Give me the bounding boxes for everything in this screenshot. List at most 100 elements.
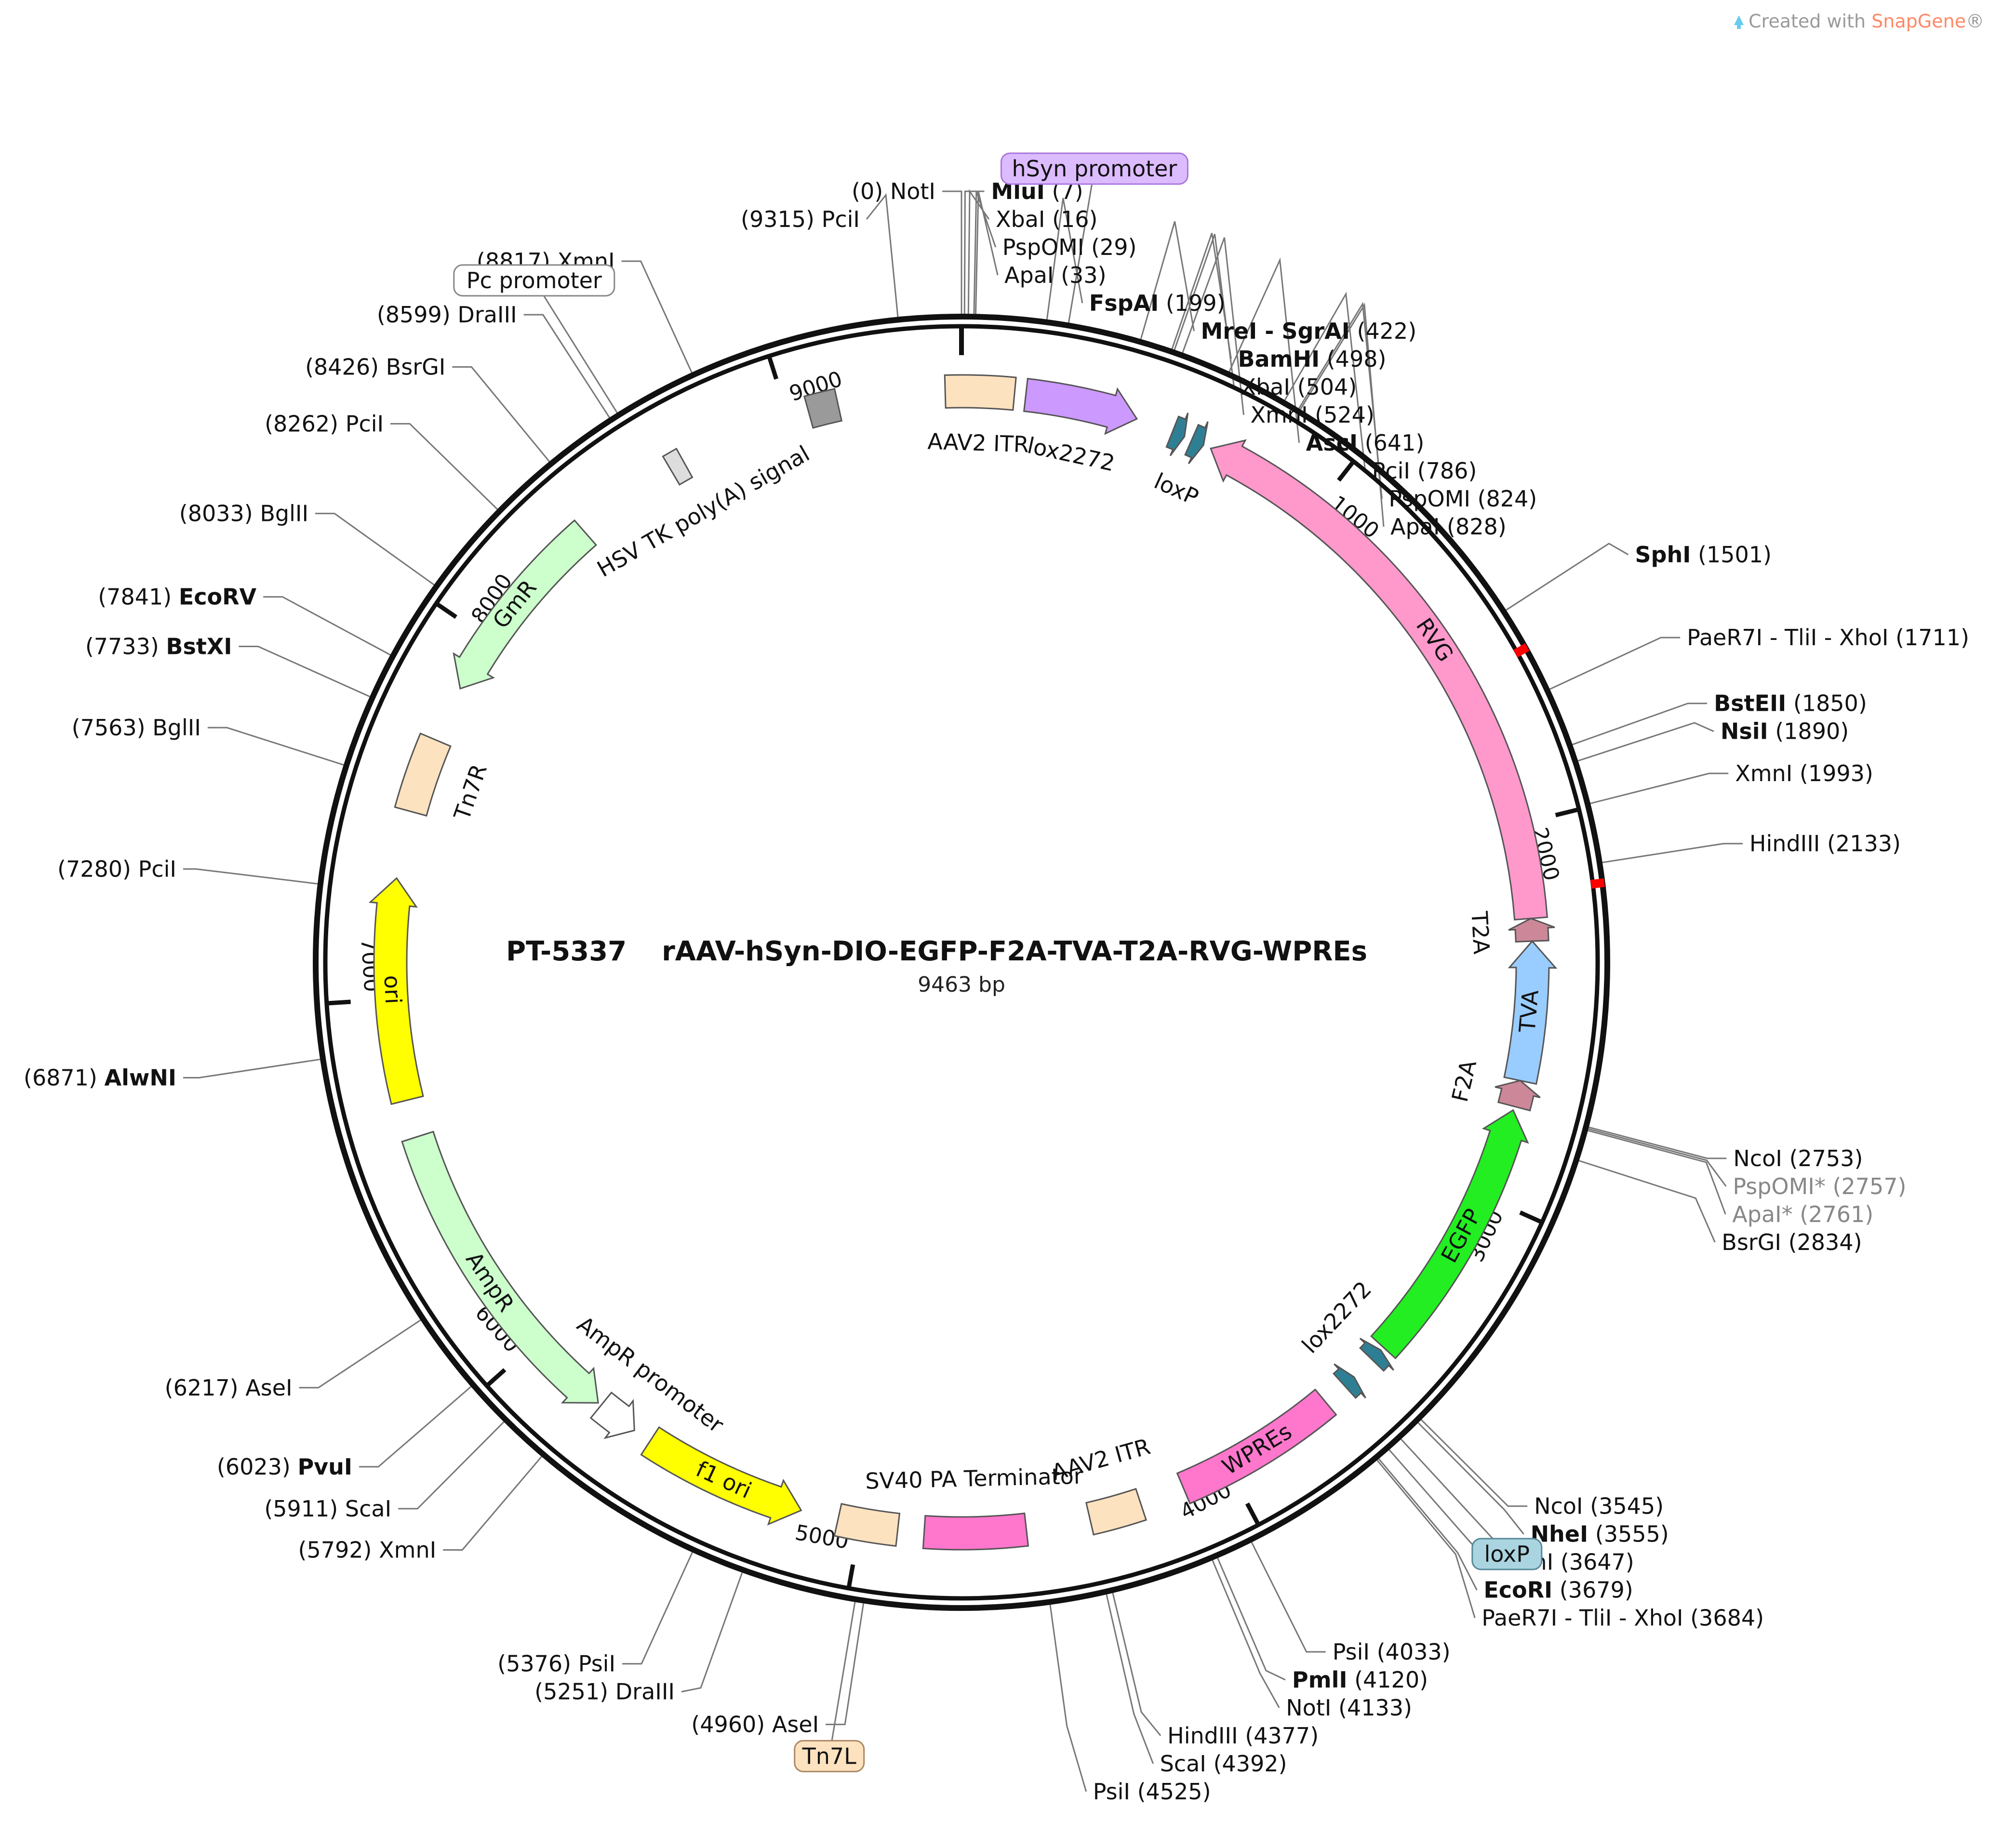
feature-t2a[interactable]: T2A: [1466, 910, 1555, 955]
site-ncoi-3545[interactable]: NcoI (3545): [1534, 1493, 1664, 1519]
site-nsii-1890[interactable]: NsiI (1890): [1721, 718, 1849, 744]
feature-shape[interactable]: [1370, 1109, 1529, 1359]
site-asci-641[interactable]: AscI (641): [1306, 430, 1425, 456]
feature-f1-ori[interactable]: f1 ori: [640, 1426, 802, 1526]
site-draiii-5251[interactable]: (5251) DraIII: [534, 1679, 675, 1705]
feature-ampr-promoter[interactable]: AmpR promoter: [572, 1311, 729, 1439]
site-scai-5911[interactable]: (5911) ScaI: [264, 1496, 391, 1522]
site-bstxi-7733[interactable]: (7733) BstXI: [85, 633, 232, 659]
feature-shape[interactable]: [1508, 917, 1555, 943]
site-apai-33[interactable]: ApaI (33): [1004, 262, 1106, 288]
feature-hsv-tk-poly-a-signal[interactable]: HSV TK poly(A) signal: [593, 440, 814, 582]
feature-shape[interactable]: [1210, 439, 1549, 921]
feature-lox2272-2[interactable]: lox2272: [1297, 1276, 1394, 1372]
site-ecorv-7841[interactable]: (7841) EcoRV: [98, 584, 256, 610]
feature-shape[interactable]: [1165, 412, 1189, 456]
site-pspomi-2757[interactable]: PspOMI* (2757): [1733, 1173, 1906, 1199]
site-pcii-786[interactable]: PciI (786): [1372, 458, 1477, 484]
site-alwni-6871[interactable]: (6871) AlwNI: [24, 1064, 176, 1090]
site-ncoi-2753[interactable]: NcoI (2753): [1733, 1145, 1863, 1171]
site-mrei-sgrai-422[interactable]: MreI - SgrAI (422): [1201, 318, 1416, 344]
site-bamhi-498[interactable]: BamHI (498): [1238, 346, 1386, 372]
site-leader: [315, 513, 435, 585]
feature-shape[interactable]: [1023, 378, 1138, 435]
site-label: (5792) XmnI: [298, 1537, 437, 1563]
feature-shape[interactable]: [1176, 1388, 1337, 1505]
site-draiii-8599[interactable]: (8599) DraIII: [377, 302, 517, 328]
feature-wpres[interactable]: WPREs: [1176, 1388, 1337, 1505]
box-label-tn7l[interactable]: Tn7L: [794, 1740, 865, 1772]
site-nhei-3555[interactable]: NheI (3555): [1531, 1521, 1669, 1547]
site-bsrgi-8426[interactable]: (8426) BsrGI: [305, 354, 445, 380]
site-ecori-3679[interactable]: EcoRI (3679): [1483, 1577, 1633, 1603]
feature-tn7l[interactable]: [833, 1502, 901, 1547]
feature-ori[interactable]: ori: [368, 877, 424, 1105]
site-pcii-7280[interactable]: (7280) PciI: [57, 856, 176, 882]
site-fspai-199[interactable]: FspAI (199): [1089, 290, 1226, 316]
site-pvui-6023[interactable]: (6023) PvuI: [217, 1454, 352, 1480]
site-sphi-1501[interactable]: SphI (1501): [1635, 542, 1772, 568]
feature-shape[interactable]: [1333, 1363, 1366, 1399]
feature-shape[interactable]: [589, 1391, 635, 1439]
site-bglii-8033[interactable]: (8033) BglII: [179, 501, 308, 527]
site-bsrgi-2834[interactable]: BsrGI (2834): [1722, 1229, 1862, 1255]
site-apai-2761[interactable]: ApaI* (2761): [1732, 1201, 1873, 1227]
feature-tva[interactable]: TVA: [1503, 940, 1558, 1085]
feature-loxp-2[interactable]: [1333, 1363, 1366, 1399]
feature-shape[interactable]: [944, 374, 1017, 411]
feature-shape[interactable]: [640, 1426, 802, 1526]
feature-hsv-tk-block[interactable]: [803, 388, 843, 429]
feature-shape[interactable]: [1085, 1488, 1148, 1536]
feature-shape[interactable]: [922, 1512, 1029, 1551]
feature-shape[interactable]: [368, 877, 424, 1105]
site-psii-4033[interactable]: PsiI (4033): [1333, 1639, 1451, 1665]
site-bglii-7563[interactable]: (7563) BglII: [72, 715, 201, 741]
site-noti-0[interactable]: (0) NotI: [852, 178, 935, 204]
feature-shape[interactable]: [803, 388, 843, 429]
feature-sv40-pa-terminator[interactable]: SV40 PA Terminator: [865, 1463, 1083, 1551]
site-name: PsiI: [1093, 1779, 1130, 1805]
feature-shape[interactable]: [401, 1130, 599, 1404]
site-xbai-504[interactable]: XbaI (504): [1241, 374, 1357, 400]
feature-loxp[interactable]: loxP: [1150, 421, 1209, 510]
feature-shape[interactable]: [394, 732, 452, 817]
box-label-loxp[interactable]: loxP: [1471, 1538, 1543, 1570]
site-paer7i-tlii-xhoi-3684[interactable]: PaeR7I - TliI - XhoI (3684): [1482, 1605, 1764, 1631]
site-xmni-1993[interactable]: XmnI (1993): [1735, 760, 1873, 786]
site-pcii-9315[interactable]: (9315) PciI: [741, 206, 860, 232]
feature-shape[interactable]: [453, 519, 597, 690]
site-pspomi-29[interactable]: PspOMI (29): [1002, 234, 1137, 260]
site-asei-6217[interactable]: (6217) AseI: [165, 1375, 293, 1401]
site-scai-4392[interactable]: ScaI (4392): [1160, 1751, 1287, 1777]
site-pmli-4120[interactable]: PmlI (4120): [1292, 1667, 1428, 1693]
box-label-hsyn-promoter[interactable]: hSyn promoter: [1000, 152, 1188, 185]
feature-hsyn-promoter[interactable]: lox2272: [1023, 378, 1138, 477]
feature-rvg[interactable]: RVG: [1210, 439, 1549, 921]
feature-shape[interactable]: [662, 448, 694, 486]
feature-shape[interactable]: [1184, 421, 1209, 465]
site-psii-4525[interactable]: PsiI (4525): [1093, 1779, 1211, 1805]
site-hindiii-4377[interactable]: HindIII (4377): [1167, 1723, 1319, 1749]
site-noti-4133[interactable]: NotI (4133): [1286, 1695, 1412, 1721]
feature-ampr[interactable]: AmpR: [401, 1130, 599, 1404]
site-psii-5376[interactable]: (5376) PsiI: [497, 1651, 615, 1677]
site-xbai-16[interactable]: XbaI (16): [996, 206, 1098, 232]
feature-shape[interactable]: [1495, 1079, 1541, 1112]
feature-shape[interactable]: [833, 1502, 901, 1547]
site-apai-828[interactable]: ApaI (828): [1390, 514, 1507, 540]
feature-egfp[interactable]: EGFP: [1370, 1109, 1529, 1359]
feature-shape[interactable]: [1359, 1338, 1394, 1372]
site-xmni-5792[interactable]: (5792) XmnI: [298, 1537, 437, 1563]
site-hindiii-2133[interactable]: HindIII (2133): [1749, 831, 1901, 857]
site-pcii-8262[interactable]: (8262) PciI: [265, 411, 384, 437]
site-bsteii-1850[interactable]: BstEII (1850): [1714, 691, 1867, 717]
site-name: PvuI: [297, 1454, 352, 1480]
feature-lox2272[interactable]: [1165, 412, 1189, 456]
feature-aav2-itr[interactable]: AAV2 ITR: [927, 374, 1029, 457]
box-label-pc-promoter[interactable]: Pc promoter: [453, 264, 615, 297]
feature-tn7r[interactable]: Tn7R: [394, 732, 492, 824]
site-pspomi-824[interactable]: PspOMI (824): [1389, 486, 1537, 512]
site-paer7i-tlii-xhoi-1711[interactable]: PaeR7I - TliI - XhoI (1711): [1687, 625, 1969, 651]
site-asei-4960[interactable]: (4960) AseI: [691, 1712, 819, 1738]
site-xmni-524[interactable]: XmnI (524): [1251, 402, 1375, 428]
